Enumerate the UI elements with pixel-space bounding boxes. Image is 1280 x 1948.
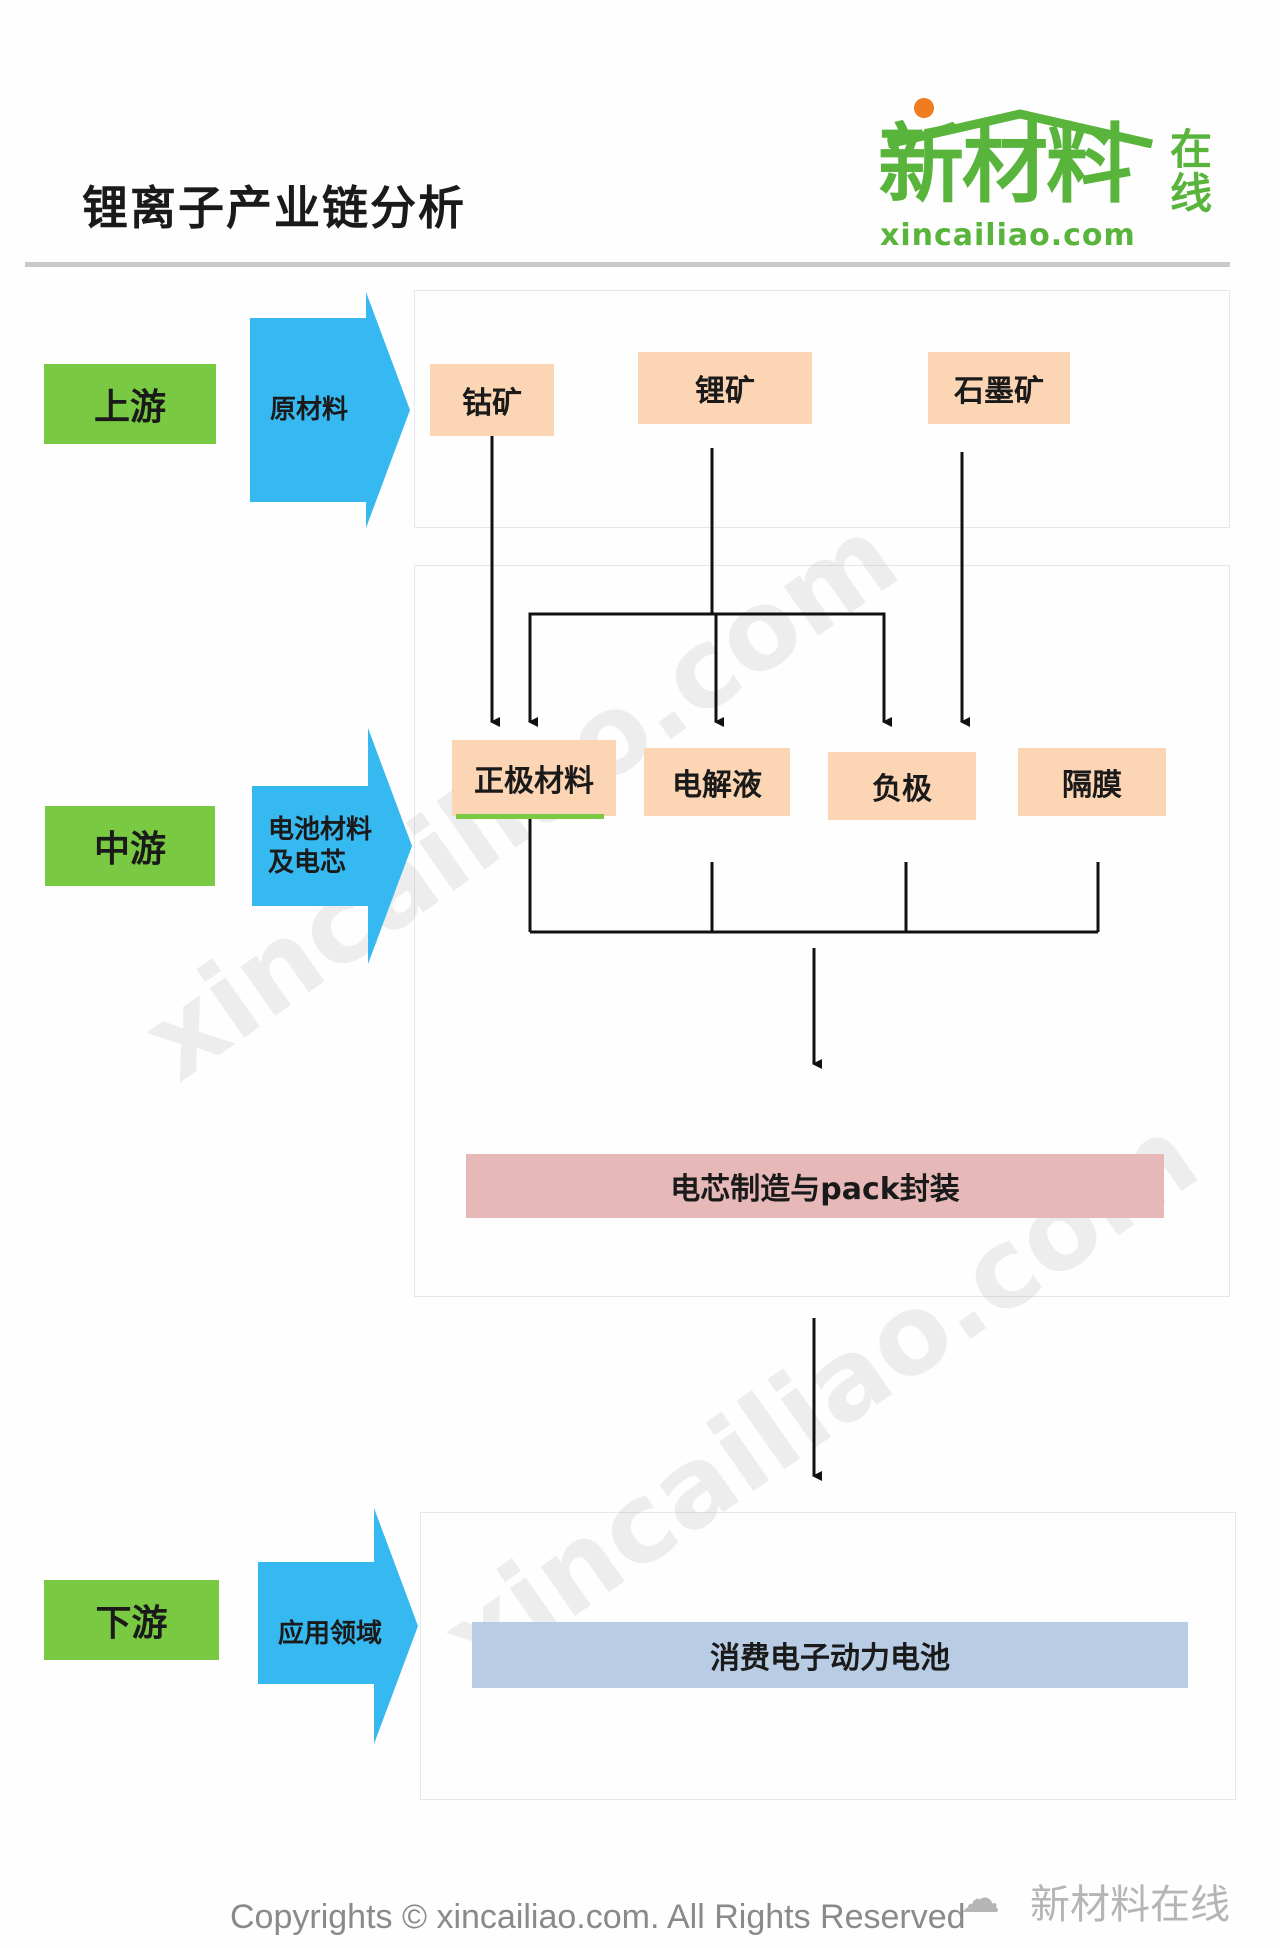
node-graphite: 石墨矿	[928, 352, 1070, 424]
page-title: 锂离子产业链分析	[82, 181, 466, 235]
logo-side-text: 在线	[1169, 125, 1212, 219]
downstream-arrow-icon	[258, 1508, 418, 1744]
upstream-arrow-icon	[250, 292, 410, 528]
downstream-arrow-label: 应用领域	[278, 1619, 383, 1649]
midstream-arrow-label: 电池材料 及电芯	[268, 815, 373, 878]
upstream-panel	[414, 290, 1230, 528]
logo-url: xincailiao.com	[880, 218, 1136, 253]
logo-text: 新材料	[878, 115, 1132, 215]
node-cathode: 正极材料	[452, 740, 616, 816]
node-consumer-electronics: 消费电子动力电池	[472, 1622, 1188, 1688]
copyright-text: Copyrights © xincailiao.com. All Rights …	[230, 1898, 966, 1936]
wechat-account: 新材料在线	[1030, 1882, 1230, 1928]
midstream-arrow-icon	[252, 728, 412, 964]
node-cell-manufacturing: 电芯制造与pack封装	[466, 1154, 1164, 1218]
header-divider	[25, 262, 1230, 267]
stage-downstream: 下游	[44, 1580, 219, 1660]
logo-dot	[914, 98, 934, 118]
upstream-arrow-label: 原材料	[270, 395, 349, 425]
stage-upstream: 上游	[44, 364, 216, 444]
stage-midstream: 中游	[45, 806, 215, 886]
node-cobalt: 钴矿	[430, 364, 554, 436]
node-separator: 隔膜	[1018, 748, 1166, 816]
wechat-icon: ☁	[960, 1876, 1000, 1922]
cathode-underline	[456, 814, 604, 819]
node-electrolyte: 电解液	[644, 748, 790, 816]
logo-roof-icon	[887, 109, 1153, 148]
node-anode: 负极	[828, 752, 976, 820]
node-lithium: 锂矿	[638, 352, 812, 424]
